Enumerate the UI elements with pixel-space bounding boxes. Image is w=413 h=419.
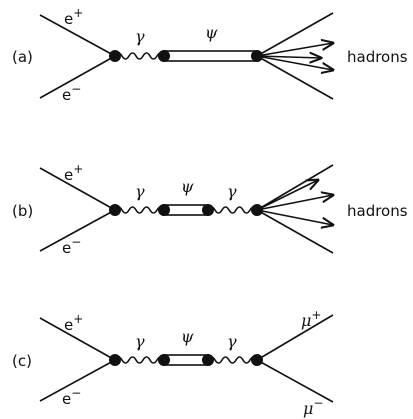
panel-c-electron-line [39,359,116,402]
panel-a-hadrons-label: hadrons [347,48,408,66]
panel-a-electron-line [39,55,116,99]
panel-c-vertex-2 [158,354,170,366]
panel-a-photon-label: γ [135,27,145,46]
panel-a-positron-label: e+ [64,6,83,28]
panel-b-vertex-4 [251,204,263,216]
panel-a-hadron-line-2 [256,43,333,57]
panel-b-photon-right-label: γ [227,182,237,201]
panel-a-psi-label: ψ [205,23,218,42]
panel-b-photon-line-right [207,206,258,214]
panel-a-hadron-line-1 [256,12,334,57]
panel-b-electron-line [39,209,116,252]
panel-a-electron-label: e− [62,82,81,104]
panel-a-vertex-1 [109,50,121,62]
panel-c-muon-minus-label: μ− [303,396,323,418]
panel-c-electron-label: e− [62,386,81,408]
panel-b-positron-line [39,167,116,211]
panel-c-photon-line-right [207,356,258,364]
panel-a-hadron-line-5 [256,56,321,58]
panel-b-hadron-line-4 [256,209,334,254]
panel-b-photon-left-label: γ [135,182,145,201]
panel-c-positron-label: e+ [64,312,83,334]
panel-b-psi-label: ψ [181,177,194,196]
panel-b-vertex-1 [109,204,121,216]
panel-c-vertex-3 [202,354,214,366]
panel-c-label: (c) [12,352,32,370]
panel-b-label: (b) [12,202,33,220]
panel-a-photon-line [114,52,165,60]
panel-c-vertex-1 [109,354,121,366]
panel-c-photon-left-label: γ [135,332,145,351]
panel-b-hadron-line-3 [256,209,333,225]
panel-a-vertex-2 [158,50,170,62]
panel-b: (b) e+ e− γ ψ γ hadrons [12,162,408,257]
panel-a-psi-propagator [163,50,258,62]
panel-c-positron-line [39,317,116,361]
panel-c-muon-plus-label: μ+ [301,308,321,330]
panel-c-photon-line-left [114,356,165,364]
panel-c-photon-right-label: γ [227,332,237,351]
panel-a-positron-line [39,14,116,57]
panel-b-hadrons-label: hadrons [347,202,408,220]
panel-b-photon-line-left [114,206,165,214]
panel-b-vertex-2 [158,204,170,216]
panel-b-hadron-line-2 [256,195,333,211]
panel-c-vertex-4 [251,354,263,366]
panel-b-electron-label: e− [62,235,81,257]
panel-a-vertex-3 [251,50,263,62]
panel-a: (a) e+ e− γ ψ hadrons [12,6,408,104]
panel-c: (c) e+ e− γ ψ γ μ+ μ− [12,308,334,418]
panel-b-positron-label: e+ [64,162,83,184]
panel-a-hadron-line-3 [256,55,333,70]
panel-b-hadron-line-5 [256,180,318,211]
panel-c-psi-propagator [163,354,209,366]
panel-a-hadron-line-4 [256,55,334,100]
panel-b-psi-propagator [163,204,209,216]
panel-a-label: (a) [12,48,33,66]
panel-c-psi-label: ψ [181,327,194,346]
panel-c-muon-plus-line [256,314,334,361]
panel-b-vertex-3 [202,204,214,216]
panel-c-muon-minus-line [256,359,334,403]
panel-b-hadron-line-1 [256,164,334,211]
